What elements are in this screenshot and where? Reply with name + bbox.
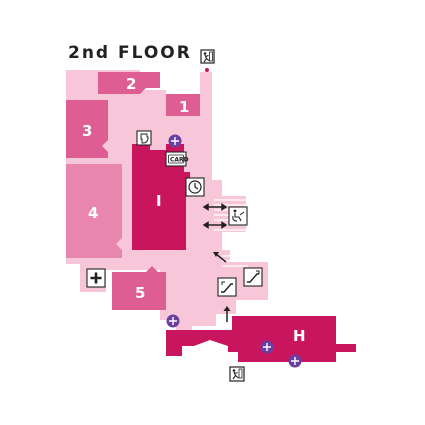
wifi-hotspot-icon (168, 134, 182, 148)
room-label: 4 (88, 204, 98, 222)
first-aid-icon (86, 268, 106, 288)
escalator-icon (217, 277, 237, 297)
escalator-icon (243, 267, 263, 287)
marker-dot (205, 68, 209, 72)
room-2[interactable]: 2 (98, 72, 160, 94)
direction-arrow-icon (202, 203, 228, 229)
room-label: 3 (82, 122, 92, 140)
room-label: I (156, 192, 162, 210)
room-4[interactable]: 4 (66, 164, 122, 258)
room-H[interactable]: H (166, 316, 356, 362)
clock-icon (185, 177, 205, 197)
wifi-hotspot-icon (288, 354, 302, 368)
atm-card-icon: CARD (165, 151, 189, 167)
wifi-hotspot-icon (260, 340, 274, 354)
room-label: 1 (179, 98, 189, 116)
direction-arrow-icon (223, 306, 231, 322)
toilet-icon (136, 130, 152, 146)
direction-arrow-icon (213, 252, 227, 263)
room-label: 2 (126, 75, 136, 93)
room-I[interactable]: I (132, 144, 190, 250)
wifi-hotspot-icon (166, 314, 180, 328)
stairs-lower (222, 255, 248, 267)
room-label: 5 (135, 284, 145, 302)
floor-title: 2nd FLOOR (68, 43, 192, 63)
emergency-exit-icon (200, 49, 215, 64)
room-1[interactable]: 1 (166, 94, 200, 116)
accessible-ramp-icon (228, 206, 248, 226)
room-label: H (293, 327, 306, 345)
room-3[interactable]: 3 (66, 100, 108, 158)
emergency-exit-icon (229, 366, 245, 382)
room-5[interactable]: 5 (112, 266, 166, 310)
atm-label: CARD (170, 156, 189, 163)
